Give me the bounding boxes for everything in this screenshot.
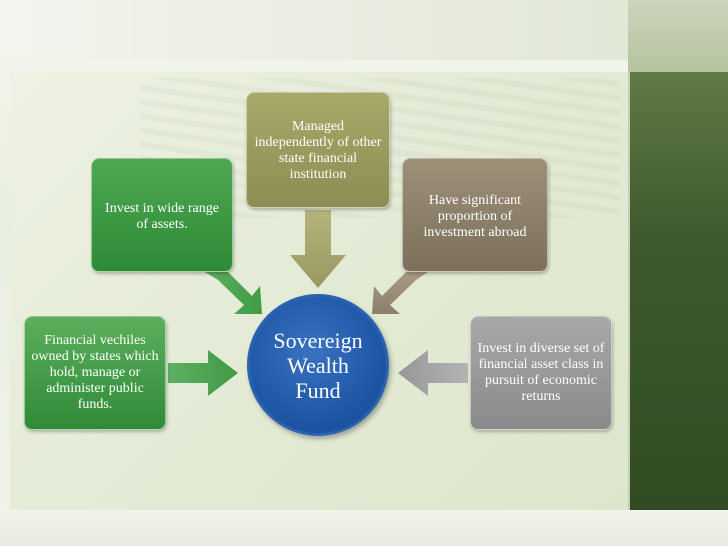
background-bottom-band	[0, 510, 728, 546]
node-managed-independently: Managed independently of other state fin…	[246, 92, 390, 208]
arrow-right-upper-diagonal	[372, 272, 428, 314]
background-top-band	[0, 0, 728, 60]
center-sovereign-wealth-fund: Sovereign Wealth Fund	[247, 294, 389, 436]
node-label: Managed independently of other state fin…	[254, 119, 382, 182]
arrow-left-upper-diagonal	[205, 272, 262, 314]
node-financial-vehicles: Financial vechiles owned by states which…	[24, 316, 166, 430]
node-investment-abroad: Have significant proportion of investmen…	[402, 158, 548, 272]
arrow-right-left	[398, 350, 468, 396]
arrow-top-down	[290, 210, 346, 288]
arrow-left-right	[168, 350, 238, 396]
node-label: Financial vechiles owned by states which…	[31, 333, 159, 412]
node-label: Invest in diverse set of financial asset…	[477, 341, 605, 404]
background-right-panel	[628, 72, 728, 546]
node-label: Have significant proportion of investmen…	[423, 193, 527, 240]
background-right-top-block	[628, 0, 728, 72]
node-label: Invest in wide range of assets.	[105, 201, 219, 232]
node-diverse-asset-class: Invest in diverse set of financial asset…	[470, 316, 612, 430]
center-label: Sovereign Wealth Fund	[273, 327, 363, 403]
node-invest-wide-range: Invest in wide range of assets.	[91, 158, 233, 272]
